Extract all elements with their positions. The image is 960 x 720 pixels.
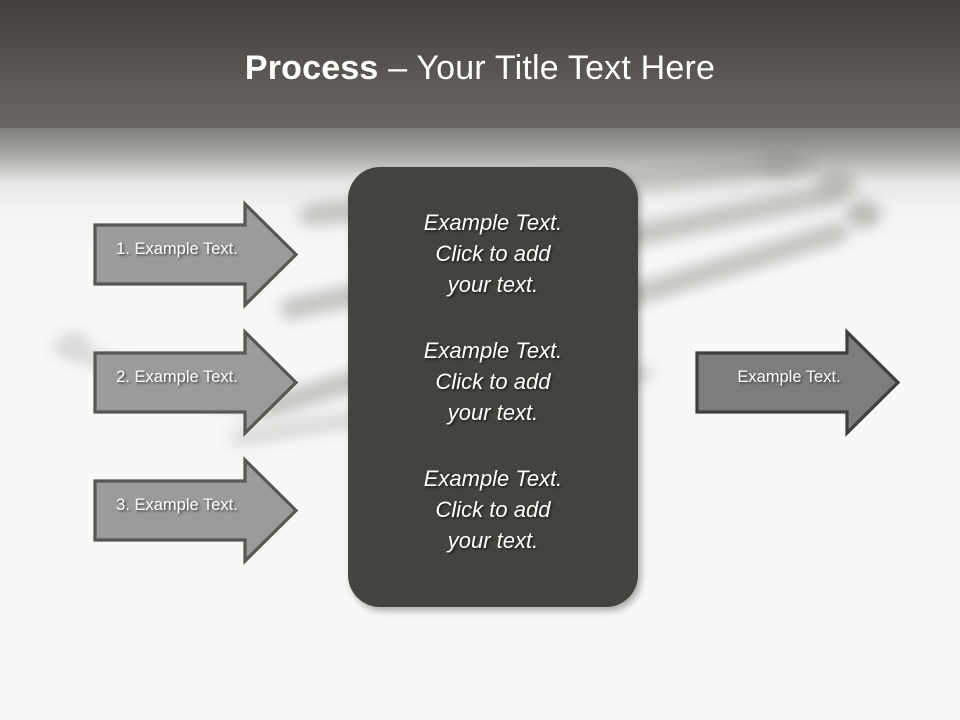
input-arrow-2[interactable]: 2. Example Text. — [93, 328, 299, 437]
output-arrow-label: Example Text. — [737, 368, 841, 386]
arrow-right-icon — [93, 456, 299, 565]
background-strand-2-tip — [818, 170, 856, 200]
input-arrow-1-label: 1. Example Text. — [116, 240, 238, 258]
background-strand-3-tip — [845, 200, 881, 228]
page-title: Process – Your Title Text Here — [0, 47, 960, 89]
background-strand-left-tip — [62, 331, 88, 355]
process-panel[interactable]: Example Text. Click to add your text. Ex… — [348, 167, 638, 607]
page-title-strong: Process — [244, 49, 379, 87]
arrow-right-icon — [695, 328, 901, 437]
output-arrow[interactable]: Example Text. — [695, 328, 901, 437]
process-panel-text-1[interactable]: Example Text. Click to add your text. — [423, 210, 563, 297]
page-title-rest: – Your Title Text Here — [378, 49, 716, 87]
arrow-right-icon — [93, 200, 299, 309]
process-panel-body: Example Text. Click to add your text. Ex… — [366, 207, 620, 556]
input-arrow-3-label: 3. Example Text. — [116, 496, 238, 514]
input-arrow-1[interactable]: 1. Example Text. — [93, 200, 299, 309]
arrow-right-icon — [93, 328, 299, 437]
background-strand-1-tip — [760, 146, 798, 176]
input-arrow-2-label: 2. Example Text. — [116, 368, 238, 386]
title-band — [0, 0, 960, 128]
input-arrow-3[interactable]: 3. Example Text. — [93, 456, 299, 565]
process-panel-text-2[interactable]: Example Text. Click to add your text. — [423, 338, 563, 425]
process-panel-text-3[interactable]: Example Text. Click to add your text. — [423, 466, 563, 553]
